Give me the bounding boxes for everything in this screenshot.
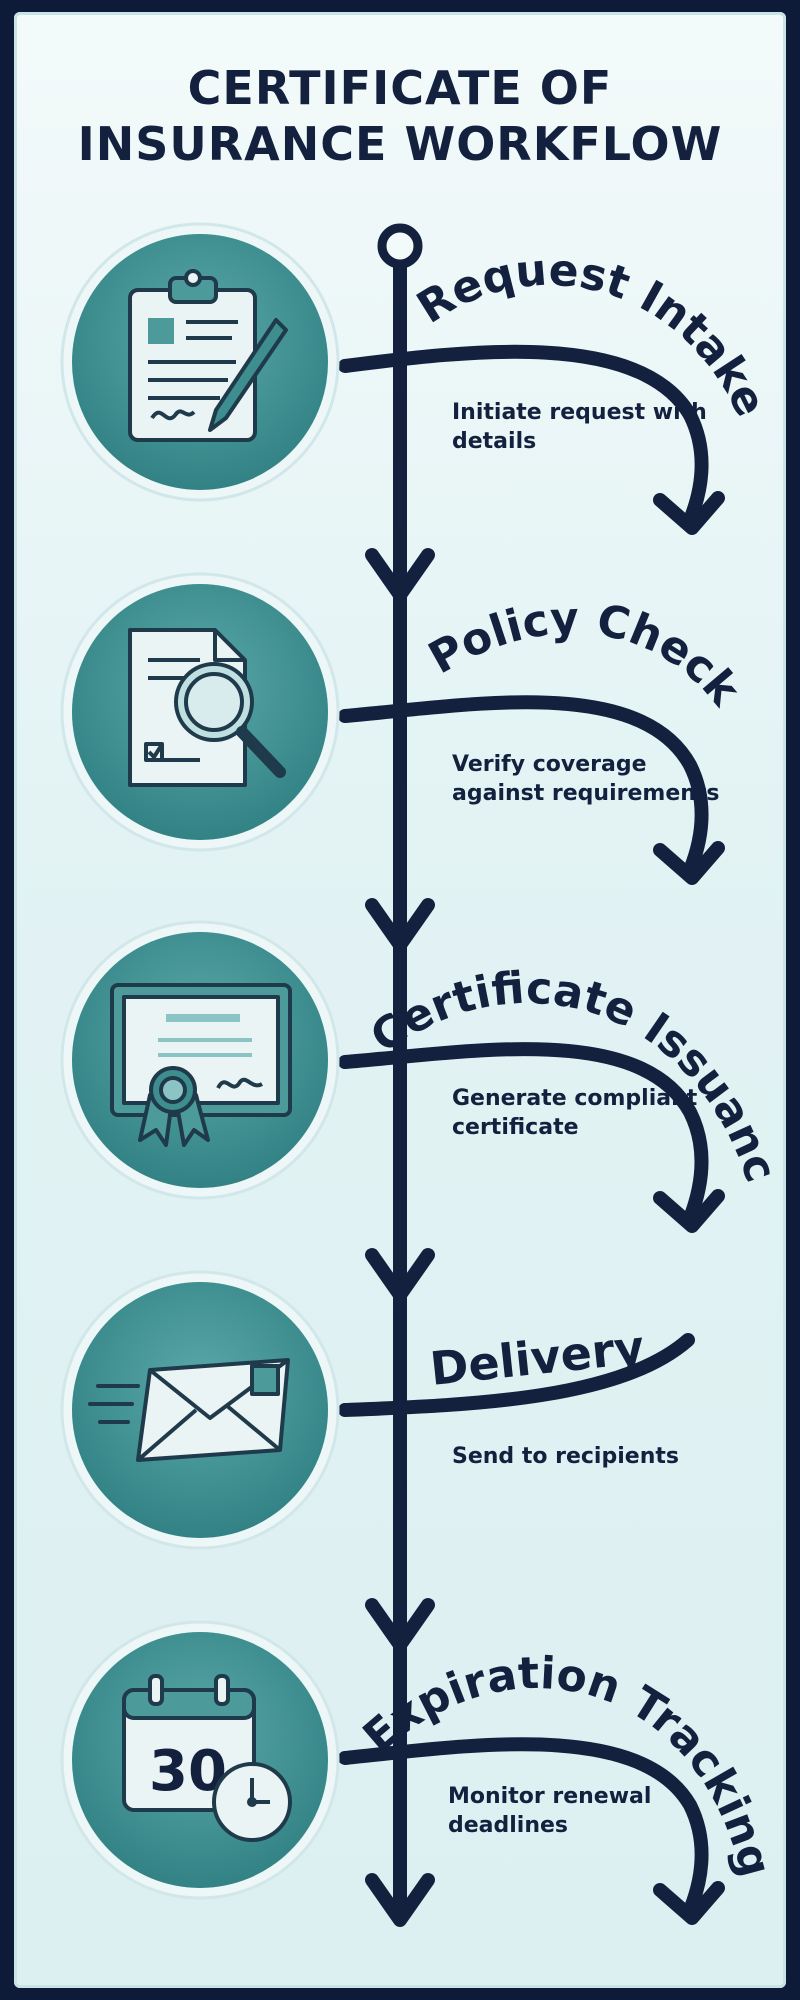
page-title: CERTIFICATE OF INSURANCE WORKFLOW (0, 60, 800, 172)
step-description-2: Verify coverage against requirements (452, 752, 720, 806)
branch-arrowhead-2 (653, 841, 725, 885)
step-description-3: Generate compliant certificate (452, 1086, 698, 1140)
clipboard-pen-icon (128, 269, 288, 442)
down-arrow-2 (365, 898, 435, 952)
branch-arrowhead-1 (653, 491, 725, 535)
certificate-ribbon-icon (110, 983, 292, 1147)
calendar-clock-icon: 30 (122, 1674, 292, 1842)
step-description-5: Monitor renewal deadlines (448, 1784, 652, 1838)
branch-arrow-3 (338, 1042, 709, 1225)
start-node (377, 223, 423, 269)
down-arrow-5 (365, 1873, 435, 1927)
down-arrow-3 (365, 1248, 435, 1302)
step-title-5: Expiration Tracking (354, 1648, 781, 1882)
branch-arrow-4 (338, 1333, 695, 1417)
branch-arrows (338, 344, 725, 1925)
title-line-2: INSURANCE WORKFLOW (77, 117, 723, 171)
step-description-4: Send to recipients (452, 1444, 679, 1469)
branch-arrow-2 (338, 695, 709, 877)
branch-arrowhead-5 (653, 1881, 725, 1925)
branch-arrowhead-3 (653, 1189, 725, 1233)
step-description-1: Initiate request with details (452, 400, 707, 454)
branch-arrow-5 (338, 1737, 709, 1917)
down-arrow-4 (365, 1598, 435, 1652)
workflow-spine (365, 223, 435, 1927)
title-line-1: CERTIFICATE OF (187, 61, 613, 115)
envelope-icon (88, 1358, 290, 1462)
down-arrow-1 (365, 548, 435, 602)
document-magnifier-icon (128, 628, 286, 787)
branch-arrow-1 (338, 344, 709, 527)
